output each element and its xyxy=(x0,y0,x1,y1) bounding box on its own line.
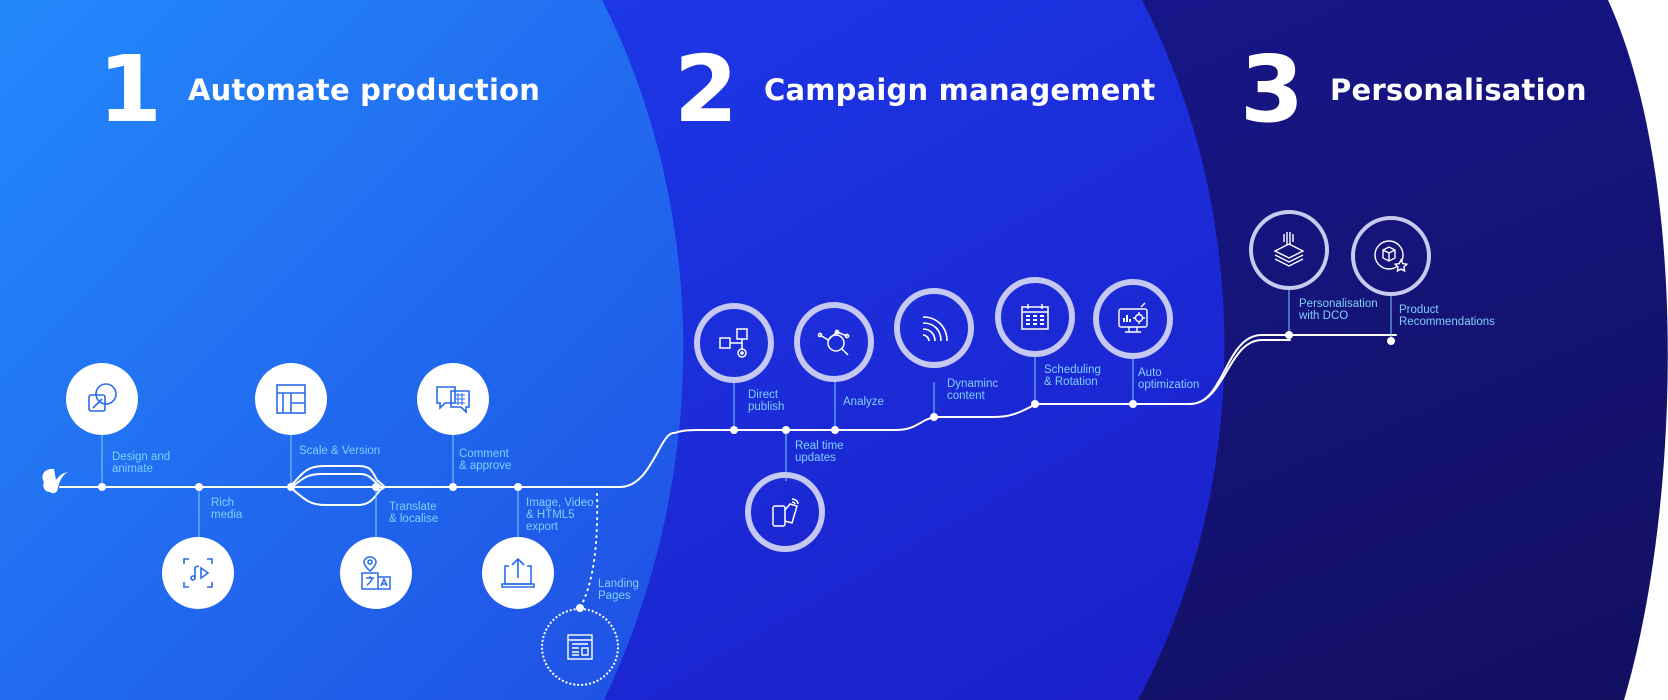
step-label-scale: Scale & Version xyxy=(299,445,381,457)
calendar-icon xyxy=(1021,304,1049,330)
stage-header-2: 2 Campaign management xyxy=(674,44,1155,136)
signal-icon xyxy=(922,316,948,342)
step-label-scheduling: Scheduling & Rotation xyxy=(1044,364,1101,388)
comment-node xyxy=(417,363,489,435)
flow-icon xyxy=(719,328,748,358)
devices-icon xyxy=(772,498,799,527)
step-label-auto-opt: Auto optimization xyxy=(1138,367,1200,391)
step-label-comment: Comment & approve xyxy=(459,448,512,472)
scale-version-node xyxy=(255,363,327,435)
main-timeline xyxy=(59,334,1397,488)
chat-icon xyxy=(436,386,470,414)
direct-publish-node xyxy=(694,303,774,383)
personalisation-dco-node xyxy=(1249,210,1329,290)
step-label-design: Design and animate xyxy=(112,451,171,475)
step-label-dynamic: Dynaminc content xyxy=(947,378,999,402)
real-time-updates-node xyxy=(745,472,825,552)
stage-number: 2 xyxy=(674,36,739,143)
stage-title: Personalisation xyxy=(1330,73,1587,107)
product-recommendations-node xyxy=(1351,216,1431,296)
stage1-band xyxy=(0,0,684,700)
layers-icon xyxy=(1273,232,1305,267)
step-label-export: Image, Video & HTML5 export xyxy=(526,497,594,533)
butterfly-logo-icon xyxy=(42,468,68,494)
stage-header-3: 3 Personalisation xyxy=(1240,44,1587,136)
landing-pages-node xyxy=(541,608,619,686)
step-label-rich-media: Rich media xyxy=(211,497,243,521)
stage-number: 1 xyxy=(98,36,163,143)
dynamic-content-node xyxy=(894,288,974,368)
translate-node xyxy=(340,537,412,609)
analyze-node xyxy=(794,302,874,382)
stage-title: Automate production xyxy=(188,73,541,107)
rich-media-node xyxy=(162,537,234,609)
upload-icon xyxy=(501,557,535,588)
step-label-analyze: Analyze xyxy=(843,396,884,408)
export-node xyxy=(482,537,554,609)
stage-title: Campaign management xyxy=(764,73,1156,107)
dashboard-icon xyxy=(1118,302,1148,333)
step-label-translate: Translate & localise xyxy=(389,501,439,525)
scheduling-node xyxy=(995,277,1075,357)
box-star-icon xyxy=(1374,240,1409,273)
webpage-icon xyxy=(567,634,593,660)
step-label-landing: Landing Pages xyxy=(598,578,639,602)
step-label-recommend: Product Recommendations xyxy=(1399,304,1495,328)
step-label-dco: Personalisation with DCO xyxy=(1299,298,1378,322)
stage-header-1: 1 Automate production xyxy=(98,44,540,136)
layout-icon xyxy=(276,384,306,414)
stage-number: 3 xyxy=(1240,36,1305,143)
media-icon xyxy=(183,558,213,588)
step-label-publish: Direct publish xyxy=(748,389,785,413)
branch-upper xyxy=(289,465,386,488)
branch-upper-2 xyxy=(291,473,381,488)
auto-optimization-node xyxy=(1093,279,1173,359)
analyze-icon xyxy=(817,329,850,356)
upper-bypass xyxy=(1189,339,1291,405)
step-label-realtime: Real time updates xyxy=(795,440,844,464)
translate-icon xyxy=(361,556,391,590)
shapes-icon xyxy=(88,383,117,412)
design-node xyxy=(66,363,138,435)
